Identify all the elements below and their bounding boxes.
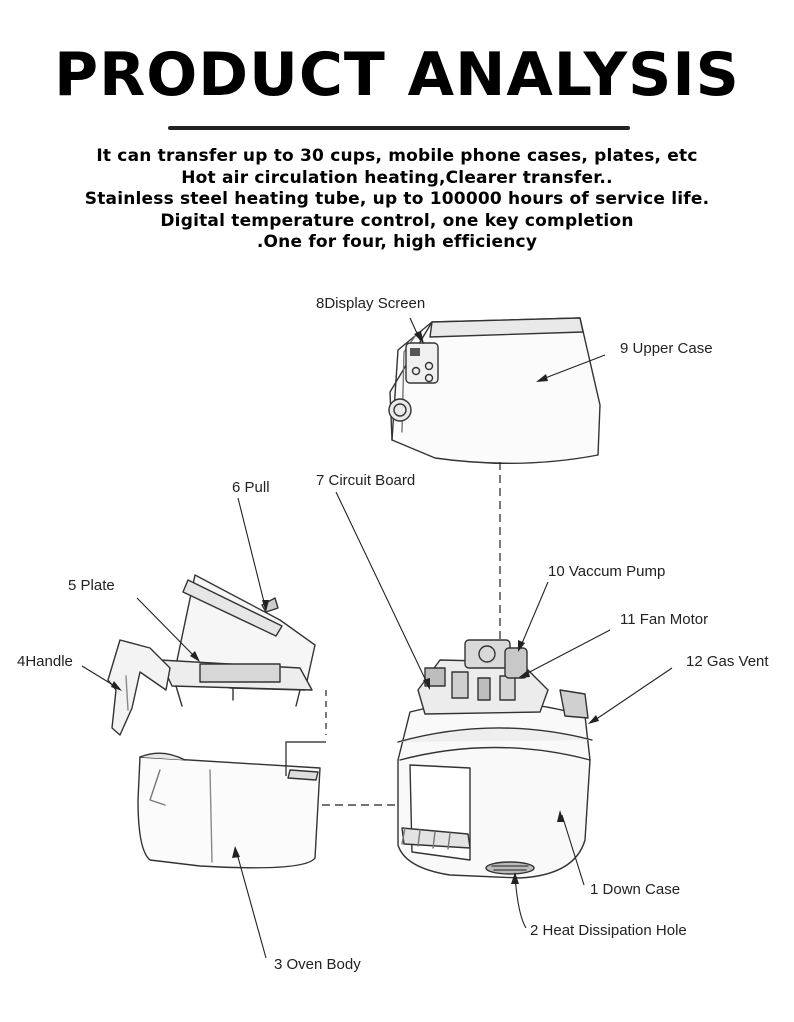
product-description: It can transfer up to 30 cups, mobile ph… xyxy=(0,146,794,254)
label-heat-dissipation-hole: 2 Heat Dissipation Hole xyxy=(530,922,687,939)
arrow-head xyxy=(536,374,548,382)
description-line: It can transfer up to 30 cups, mobile ph… xyxy=(96,146,698,166)
leader-pull xyxy=(237,497,266,607)
upper-case-drawing xyxy=(389,317,601,465)
leader-vacuum-pump xyxy=(519,581,549,649)
description-line: Digital temperature control, one key com… xyxy=(160,210,634,231)
leader-circuit-board xyxy=(335,491,429,686)
arrow-head xyxy=(232,846,240,858)
leader-plate xyxy=(136,597,197,659)
leader-upper-case xyxy=(539,354,606,381)
leader-fan-motor xyxy=(521,629,611,677)
gas-vent-drawing xyxy=(559,689,589,719)
title-divider xyxy=(168,126,630,130)
arrow-head xyxy=(557,810,564,822)
arrow-head xyxy=(262,600,269,612)
arrow-head xyxy=(518,670,530,678)
description-line: Hot air circulation heating,Clearer tran… xyxy=(181,167,613,188)
label-fan-motor: 11 Fan Motor xyxy=(620,611,708,628)
arrow-head xyxy=(518,640,525,652)
label-handle: 4Handle xyxy=(17,653,73,670)
down-case-drawing xyxy=(397,701,593,879)
label-circuit-board: 7 Circuit Board xyxy=(316,472,415,489)
leader-oven-body xyxy=(235,849,267,959)
description-line: Stainless steel heating tube, up to 1000… xyxy=(84,189,710,209)
description-line: .One for four, high efficiency xyxy=(256,232,538,252)
arrow-head xyxy=(511,872,519,884)
label-plate: 5 Plate xyxy=(68,577,115,594)
leader-down-case xyxy=(561,814,585,886)
assembly-line xyxy=(285,741,326,776)
arrow-head xyxy=(190,651,200,662)
label-display-screen: 8Display Screen xyxy=(316,295,425,312)
vacuum-pump-drawing xyxy=(464,639,511,669)
arrow-head xyxy=(111,681,122,691)
leader-gas-vent xyxy=(591,667,673,723)
fan-motor-drawing xyxy=(504,647,528,679)
label-vacuum-pump: 10 Vaccum Pump xyxy=(548,563,665,580)
page-title: PRODUCT ANALYSIS xyxy=(54,40,740,110)
label-pull: 6 Pull xyxy=(232,479,270,496)
label-upper-case: 9 Upper Case xyxy=(620,340,713,357)
arrow-head xyxy=(423,678,430,690)
label-down-case: 1 Down Case xyxy=(590,881,680,898)
arrow-head xyxy=(414,331,424,344)
label-gas-vent: 12 Gas Vent xyxy=(686,653,769,670)
leader-handle xyxy=(81,665,119,689)
display-screen-drawing xyxy=(388,342,439,422)
label-oven-body: 3 Oven Body xyxy=(274,956,361,973)
oven-body-drawing xyxy=(137,752,321,869)
arrow-head xyxy=(588,715,599,724)
plate-drawing xyxy=(159,574,316,707)
